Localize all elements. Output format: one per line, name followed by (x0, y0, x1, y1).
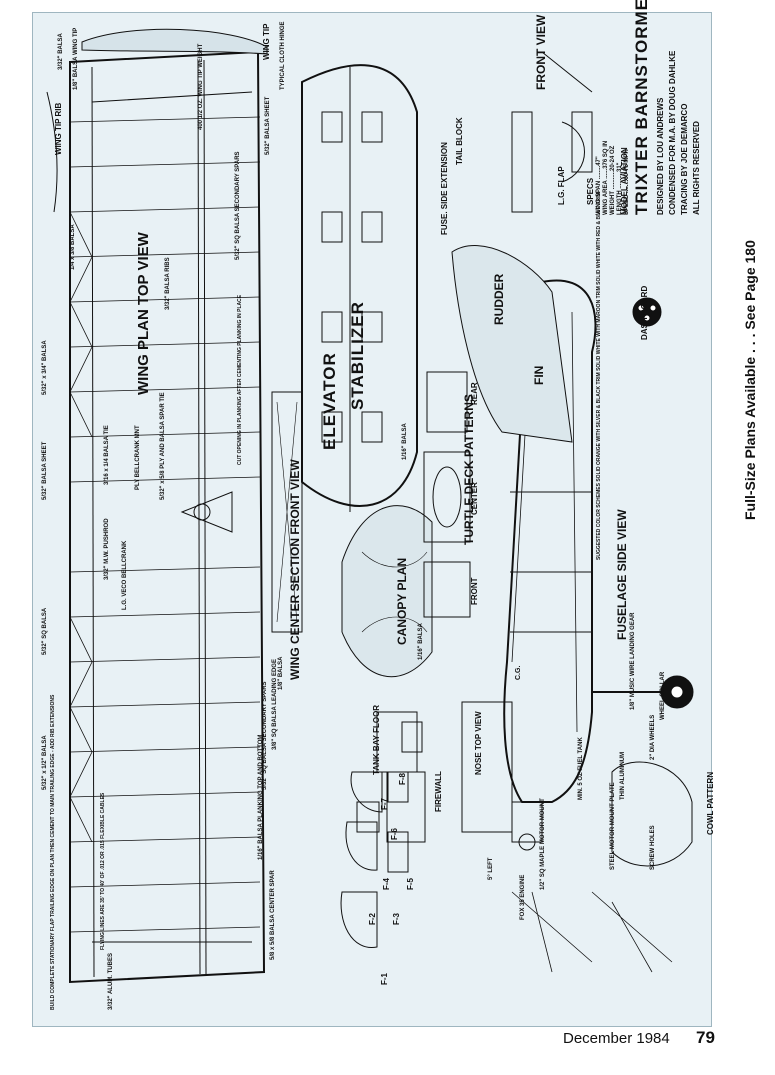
note: STEEL MOTOR MOUNT PLATE (610, 782, 616, 870)
note: 5/32" x 5/8 PLY AND BALSA SPAR TIE (160, 392, 166, 500)
stabilizer-outline (301, 64, 418, 507)
wing-tip-rib-label: WING TIP RIB (54, 102, 63, 155)
note: SCREW HOLES (650, 825, 656, 870)
note: 5/32" BALSA SHEET (42, 441, 48, 500)
former-label: F-7 (380, 798, 389, 810)
note: 5/32" x 1/2" BALSA (42, 735, 48, 790)
condensed-credit: CONDENSED FOR M.A. BY DOUG DAHLKE (668, 50, 677, 215)
note: THIN ALUMINUM (620, 751, 626, 800)
note: TYPICAL CLOTH HINGE (280, 21, 286, 90)
note: 1/8" BALSA (278, 656, 284, 690)
note: 5/32" x 3/4" BALSA (42, 340, 48, 395)
designer-credit: DESIGNED BY LOU ANDREWS (656, 97, 665, 215)
lg-flap-label: L.G. FLAP (557, 166, 566, 205)
note: 1/2" SQ MAPLE MOTOR MOUNT (540, 798, 546, 890)
plan-title: TRIXTER BARNSTORMER (632, 0, 651, 215)
former-label: F-4 (382, 878, 391, 890)
former-label: F-2 (368, 913, 377, 925)
wing-center-label: WING CENTER SECTION FRONT VIEW (288, 459, 302, 680)
tank-bay-label: TANK BAY FLOOR (372, 704, 381, 775)
former-label: F-1 (380, 973, 389, 985)
note: MIN. 5 OZ FUEL TANK (578, 737, 584, 800)
former-label: F-6 (390, 828, 399, 840)
fin-label: FIN (532, 365, 546, 385)
note: 3/32" M.W. PUSHROD (104, 518, 110, 580)
former-label: F-5 (406, 878, 415, 890)
note: 2" DIA WHEELS (650, 714, 656, 760)
cowl-pattern (611, 761, 693, 867)
note: 3/32" BALSA RIBS (165, 257, 171, 310)
canopy-plan-label: CANOPY PLAN (395, 557, 409, 645)
front-label: FRONT (470, 577, 479, 605)
spec-line: WEIGHT ...........20-24 OZ (610, 145, 616, 215)
wing-plan-label: WING PLAN TOP VIEW (135, 232, 152, 395)
wing-tip-rib (46, 91, 58, 213)
note: 5/8 x 5/8 BALSA CENTER SPAR (270, 870, 276, 960)
note: FLYING LINES ARE 35' TO 40' OF .012 OR .… (100, 792, 106, 950)
elevator-label: ELEVATOR (320, 352, 339, 450)
spec-line: LENGTH ..........31" (617, 162, 623, 215)
dash-board-label: DASH BOARD (640, 285, 649, 340)
plans-available-banner: Full-Size Plans Available . . . See Page… (742, 240, 758, 520)
tail-block-label: TAIL BLOCK (455, 117, 464, 165)
note: 1/4 x 3/8 BALSA (70, 224, 76, 270)
rudder-label: RUDDER (492, 273, 506, 325)
spec-line: WING AREA ......376 SQ IN (603, 140, 609, 215)
rudder-fin (451, 245, 573, 443)
center-label: CENTER (470, 482, 479, 515)
note: CUT OPENING IN PLANKING AFTER CEMENTING … (237, 294, 243, 465)
note: BUILD COMPLETE STATIONARY FLAP TRAILING … (50, 694, 56, 1010)
page-number: 79 (696, 1028, 715, 1047)
wing-ribs (69, 116, 261, 933)
engine (511, 801, 543, 843)
stabilizer-label: STABILIZER (348, 301, 367, 410)
turtle-deck-label: TURTLE DECK PATTERNS (462, 394, 476, 545)
note: 400 1/2 OZ. WING TIP WEIGHT (198, 43, 204, 130)
note: 1/16" BALSA (418, 623, 424, 660)
note: 1/8" MUSIC WIRE LANDING GEAR (630, 612, 636, 710)
specs-heading: SPECS (586, 177, 595, 205)
turtle-deck-center (423, 451, 471, 543)
turtle-deck-front (423, 561, 471, 618)
note: FOX 35 ENGINE (520, 874, 526, 920)
fuselage-label: FUSELAGE SIDE VIEW (615, 509, 629, 640)
wing-tip-shape (81, 28, 268, 55)
plan-drawing (46, 28, 694, 984)
note: 3/32" BALSA (58, 33, 64, 70)
former-label: F-8 (398, 773, 407, 785)
canopy-plan-shape (341, 505, 433, 678)
note: 3/16 x 1/4 BALSA TIE (104, 425, 110, 485)
note: L.G. VECO BELLCRANK (122, 540, 128, 610)
rights-note: ALL RIGHTS RESERVED (692, 121, 701, 215)
note: 1/16" BALSA (402, 423, 408, 460)
note: 1/8" BALSA WING TIP (73, 27, 79, 90)
wing-outline (69, 50, 266, 984)
issue-date: December 1984 (563, 1030, 670, 1047)
note: 5/32" SQ BALSA SECONDARY SPARS (262, 681, 268, 790)
note: C.G. (515, 665, 522, 680)
front-view (541, 51, 593, 183)
wing-tip-label: WING TIP (262, 23, 271, 60)
note: 5° LEFT (488, 857, 494, 880)
lg-flap (511, 111, 533, 213)
former-label: F-3 (392, 913, 401, 925)
note: 5/32" SQ BALSA SECONDARY SPARS (235, 151, 241, 260)
nose-top-label: NOSE TOP VIEW (474, 711, 483, 775)
note: 3/32" ALUM. TUBES (108, 953, 114, 1010)
cowl-pattern-label: COWL PATTERN (706, 771, 715, 835)
spec-line: SPEED ........60-75 MPH (624, 149, 630, 215)
fuselage-outline (503, 279, 597, 803)
front-view-label: FRONT VIEW (534, 14, 548, 90)
turtle-deck-rear (426, 371, 468, 433)
rear-label: REAR (470, 382, 479, 405)
note: SUGGESTED COLOR SCHEMES SOLID ORANGE WIT… (596, 192, 602, 560)
tracing-credit: TRACING BY JOE DEMARCO (680, 103, 689, 215)
note: 5/32" BALSA SHEET (265, 96, 271, 155)
note: 5/32" SQ BALSA (42, 607, 48, 655)
note: PLY BELLCRANK MNT (135, 425, 141, 490)
fuse-side-ext-label: FUSE. SIDE EXTENSION (440, 142, 449, 235)
tank-bay-floor (376, 711, 418, 773)
firewall-label: FIREWALL (434, 771, 443, 812)
note: WHEEL COLLAR (660, 671, 666, 720)
